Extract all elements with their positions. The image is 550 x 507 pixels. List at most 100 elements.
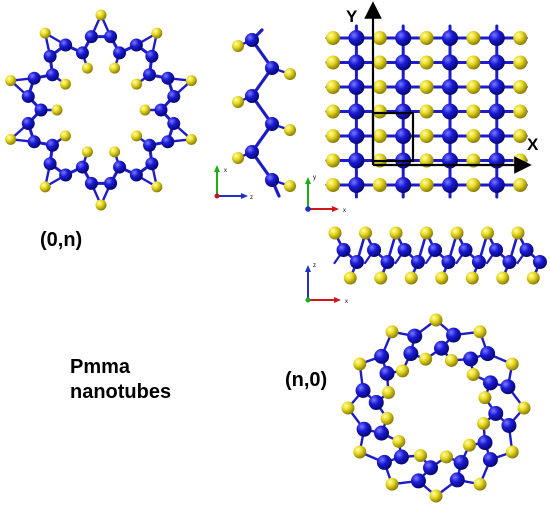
- atom-blue: [482, 375, 498, 391]
- atom-blue: [143, 68, 157, 82]
- atom-yellow: [341, 401, 355, 415]
- title-line-2: nanotubes: [70, 381, 171, 403]
- atom-yellow: [326, 129, 340, 143]
- atom-yellow: [5, 75, 17, 87]
- atom-yellow: [326, 80, 340, 94]
- atom-yellow: [185, 133, 197, 145]
- atom-yellow: [385, 477, 399, 491]
- atom-blue: [336, 243, 351, 257]
- atom-yellow: [420, 226, 433, 240]
- atom-blue: [488, 79, 505, 95]
- atom-yellow: [513, 104, 528, 119]
- atom-blue: [129, 38, 143, 52]
- atom-blue: [113, 160, 127, 174]
- atom-yellow: [284, 68, 296, 80]
- atom-blue: [488, 30, 505, 46]
- atom-blue: [21, 89, 35, 103]
- atom-blue: [502, 255, 517, 269]
- atom-blue: [442, 128, 458, 144]
- axes-top-view-vertical-label: y: [313, 175, 316, 181]
- atom-blue: [368, 395, 384, 411]
- atom-blue: [477, 435, 493, 451]
- atom-yellow: [39, 27, 51, 39]
- atom-blue: [442, 79, 458, 95]
- atom-blue: [59, 38, 73, 52]
- atom-blue: [113, 46, 127, 60]
- atom-yellow: [465, 271, 479, 285]
- atom-yellow: [139, 104, 151, 116]
- atom-yellow: [343, 271, 357, 285]
- atom-yellow: [326, 31, 340, 45]
- atom-blue: [145, 157, 159, 171]
- atom-blue: [532, 255, 547, 269]
- axes-triad-bottom-view: z x: [305, 263, 348, 305]
- sheet-axes: Y X: [346, 1, 539, 174]
- atom-blue: [265, 173, 279, 187]
- atom-yellow: [359, 226, 372, 240]
- atom-yellow: [462, 438, 476, 452]
- atom-blue: [154, 103, 168, 117]
- atom-yellow: [429, 313, 443, 327]
- atom-blue: [488, 405, 504, 421]
- axes-bottom-view-vertical-label: z: [313, 263, 316, 269]
- atom-yellow: [505, 445, 519, 459]
- atom-blue: [501, 418, 517, 434]
- atom-blue: [407, 328, 423, 344]
- atom-blue: [471, 255, 486, 269]
- atom-yellow: [513, 129, 528, 143]
- atom-yellow: [466, 129, 481, 143]
- atom-blue: [442, 54, 458, 71]
- atom-blue: [379, 365, 395, 381]
- atom-yellow: [109, 146, 121, 158]
- atom-blue: [446, 327, 462, 343]
- sheet-axis-x-label: X: [527, 135, 539, 154]
- atom-blue: [374, 425, 390, 441]
- atom-yellow: [95, 199, 107, 211]
- atom-blue: [374, 348, 390, 364]
- atom-blue: [356, 421, 372, 437]
- atom-blue: [500, 379, 516, 395]
- atom-yellow: [396, 364, 410, 378]
- atom-yellow: [372, 129, 387, 143]
- atom-blue: [489, 243, 504, 257]
- atom-blue: [265, 61, 279, 75]
- atom-yellow: [481, 226, 494, 240]
- atom-blue: [442, 103, 458, 120]
- atom-blue: [265, 117, 279, 131]
- side-view-zigzag-chain: [232, 28, 296, 198]
- atom-blue: [403, 346, 419, 362]
- atom-yellow: [59, 78, 71, 90]
- atom-yellow: [419, 31, 434, 45]
- atom-blue: [395, 79, 412, 95]
- atom-blue: [423, 460, 439, 476]
- atom-blue: [27, 135, 41, 149]
- atom-yellow: [151, 27, 163, 39]
- atom-blue: [84, 30, 98, 44]
- nanotube-n0-cross-section: [341, 313, 531, 503]
- atom-yellow: [429, 489, 443, 503]
- atom-blue: [433, 340, 449, 356]
- atom-blue: [376, 454, 392, 470]
- atom-blue: [410, 473, 426, 489]
- atom-blue: [348, 128, 365, 144]
- atom-yellow: [478, 391, 492, 405]
- atom-yellow: [326, 178, 340, 192]
- atom-yellow: [419, 129, 434, 143]
- atom-yellow: [131, 130, 143, 142]
- atom-blue: [245, 89, 259, 103]
- axes-top-view-horizontal-label: x: [343, 208, 346, 214]
- atom-blue: [43, 49, 57, 63]
- atom-yellow: [466, 178, 481, 192]
- atom-blue: [59, 168, 73, 182]
- atom-blue: [488, 177, 505, 193]
- atom-yellow: [414, 449, 428, 463]
- atom-blue: [348, 30, 365, 46]
- atom-yellow: [404, 271, 418, 285]
- atom-yellow: [380, 411, 394, 425]
- atom-blue: [27, 71, 41, 85]
- atom-blue: [428, 243, 443, 257]
- atom-yellow: [284, 124, 296, 136]
- top-view-sheet-lattice: [325, 24, 528, 199]
- atom-yellow: [232, 96, 244, 108]
